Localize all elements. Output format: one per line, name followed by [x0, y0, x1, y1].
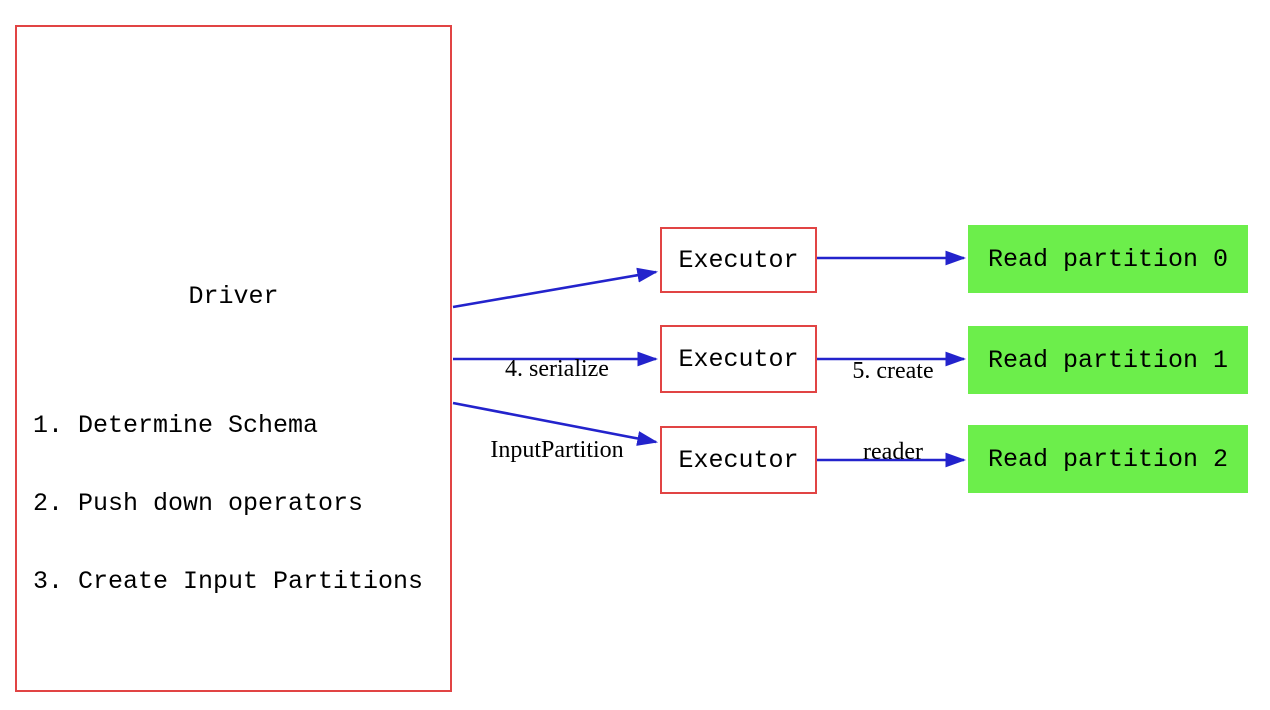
executor-box-0: Executor — [660, 227, 817, 293]
executor-label-2: Executor — [678, 445, 799, 475]
driver-step-2: 2. Push down operators — [33, 489, 364, 518]
executor-box-2: Executor — [660, 426, 817, 494]
partition-label-1: Read partition 1 — [987, 345, 1229, 375]
partition-box-1: Read partition 1 — [968, 326, 1248, 394]
edge-label-serialize-line-1: 4. serialize — [505, 356, 609, 382]
partition-box-2: Read partition 2 — [968, 425, 1248, 493]
edge-label-create-reader: 5. create reader — [803, 304, 983, 520]
executor-label-0: Executor — [678, 245, 799, 275]
edge-label-serialize-input-partition: 4. serialize InputPartition — [447, 302, 667, 518]
driver-title: Driver — [188, 282, 279, 311]
partition-label-0: Read partition 0 — [987, 244, 1229, 274]
driver-box: Driver 1. Determine Schema 2. Push down … — [15, 25, 452, 692]
partition-label-2: Read partition 2 — [987, 444, 1229, 474]
executor-label-1: Executor — [678, 344, 799, 374]
edge-label-serialize-line-2: InputPartition — [490, 437, 624, 463]
driver-step-1: 1. Determine Schema — [33, 411, 319, 440]
driver-steps-list: 1. Determine Schema 2. Push down operato… — [33, 361, 423, 647]
driver-step-3: 3. Create Input Partitions — [33, 567, 424, 596]
partition-box-0: Read partition 0 — [968, 225, 1248, 293]
edge-label-create-reader-line-1: 5. create — [852, 358, 934, 384]
executor-box-1: Executor — [660, 325, 817, 393]
edge-label-create-reader-line-2: reader — [863, 439, 923, 465]
